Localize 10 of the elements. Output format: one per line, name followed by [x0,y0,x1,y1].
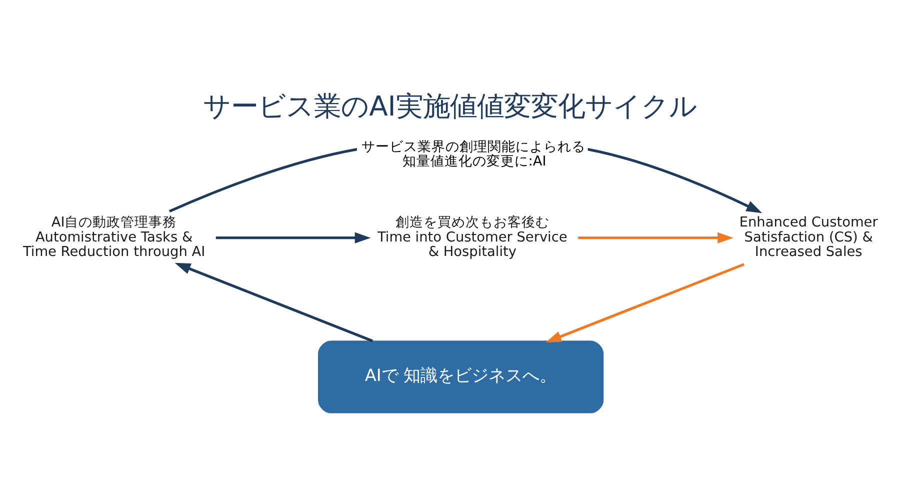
arrow [216,232,371,244]
arrow [546,263,744,342]
edge-label: サービス業界の創理関能によられる知量値進化の変更に:AI [362,138,586,170]
arrow [578,232,734,244]
node-text: 創造を買め次もお客後む Time into Customer Service & Hospitality [377,214,568,260]
diagram-title: サービス業のAI実施値値変変化サイクル [203,91,697,122]
node-box: AIで 知識をビジネスへ。 [318,340,604,414]
arrow [174,262,374,342]
node-text: AI自の動政管理事務 Automistrative Tasks & Time Reduction through AI [22,214,206,260]
node-text: Enhanced Customer Satisfaction (CS) & Increased Sales [739,214,878,260]
